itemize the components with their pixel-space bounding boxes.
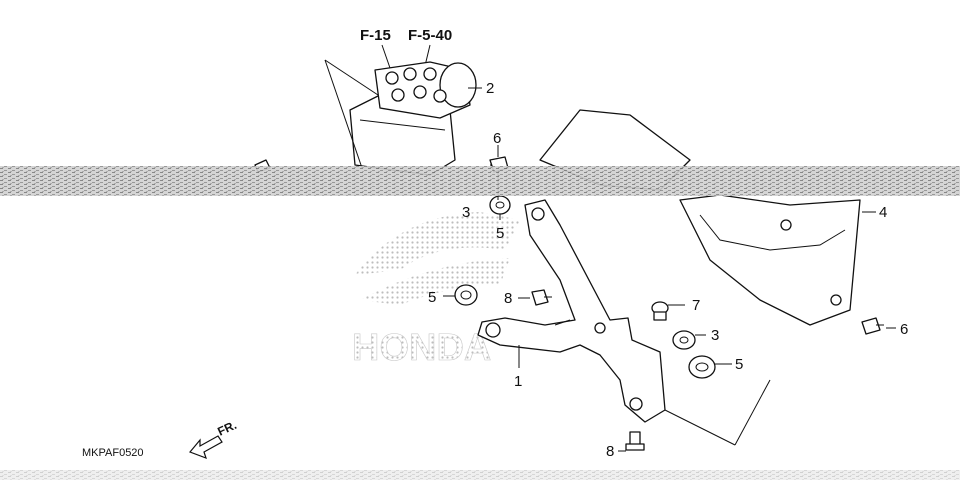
callout-5b: 5: [428, 289, 436, 306]
grommet-part-a: [454, 284, 478, 306]
callout-7: 7: [692, 297, 700, 314]
callout-1: 1: [514, 373, 522, 390]
bolt-part-7: [651, 301, 669, 321]
abs-modulator-part: [349, 61, 477, 176]
leader-bracket-right: [734, 379, 771, 446]
grommet-part-c: [688, 355, 716, 379]
front-direction-arrow: FR.: [188, 418, 239, 460]
bolt-part-b: [861, 317, 884, 335]
collar-part-b: [672, 330, 696, 350]
ref-f15: F-15: [360, 27, 391, 44]
ref-leader-1: [381, 44, 391, 69]
grommet-part-b: [489, 195, 511, 215]
diagram-code: MKPAF0520: [82, 447, 144, 459]
callout-2: 2: [486, 80, 494, 97]
ref-f540: F-5-40: [408, 27, 452, 44]
bolt-part-8b: [625, 431, 645, 451]
leader-bracket-lower: [664, 409, 736, 446]
leader-abs-top: [324, 59, 379, 96]
front-label: FR.: [215, 418, 238, 439]
scan-noise-band: [0, 166, 960, 196]
svg-text:HONDA: HONDA: [352, 327, 491, 369]
callout-8a: 8: [504, 290, 512, 307]
leader-abs-left: [324, 59, 363, 169]
callout-4: 4: [879, 204, 887, 221]
callout-6b: 6: [900, 321, 908, 338]
callout-6a: 6: [493, 130, 501, 147]
bracket-part: [477, 199, 666, 423]
callout-5c: 5: [735, 356, 743, 373]
callout-8b: 8: [606, 443, 614, 460]
callout-3b: 3: [711, 327, 719, 344]
callout-3a: 3: [462, 204, 470, 221]
honda-logo-watermark: HONDA: [352, 212, 520, 369]
callout-5a: 5: [496, 225, 504, 242]
bolt-part-8a: [531, 289, 552, 306]
scan-noise-bottom: [0, 470, 960, 480]
